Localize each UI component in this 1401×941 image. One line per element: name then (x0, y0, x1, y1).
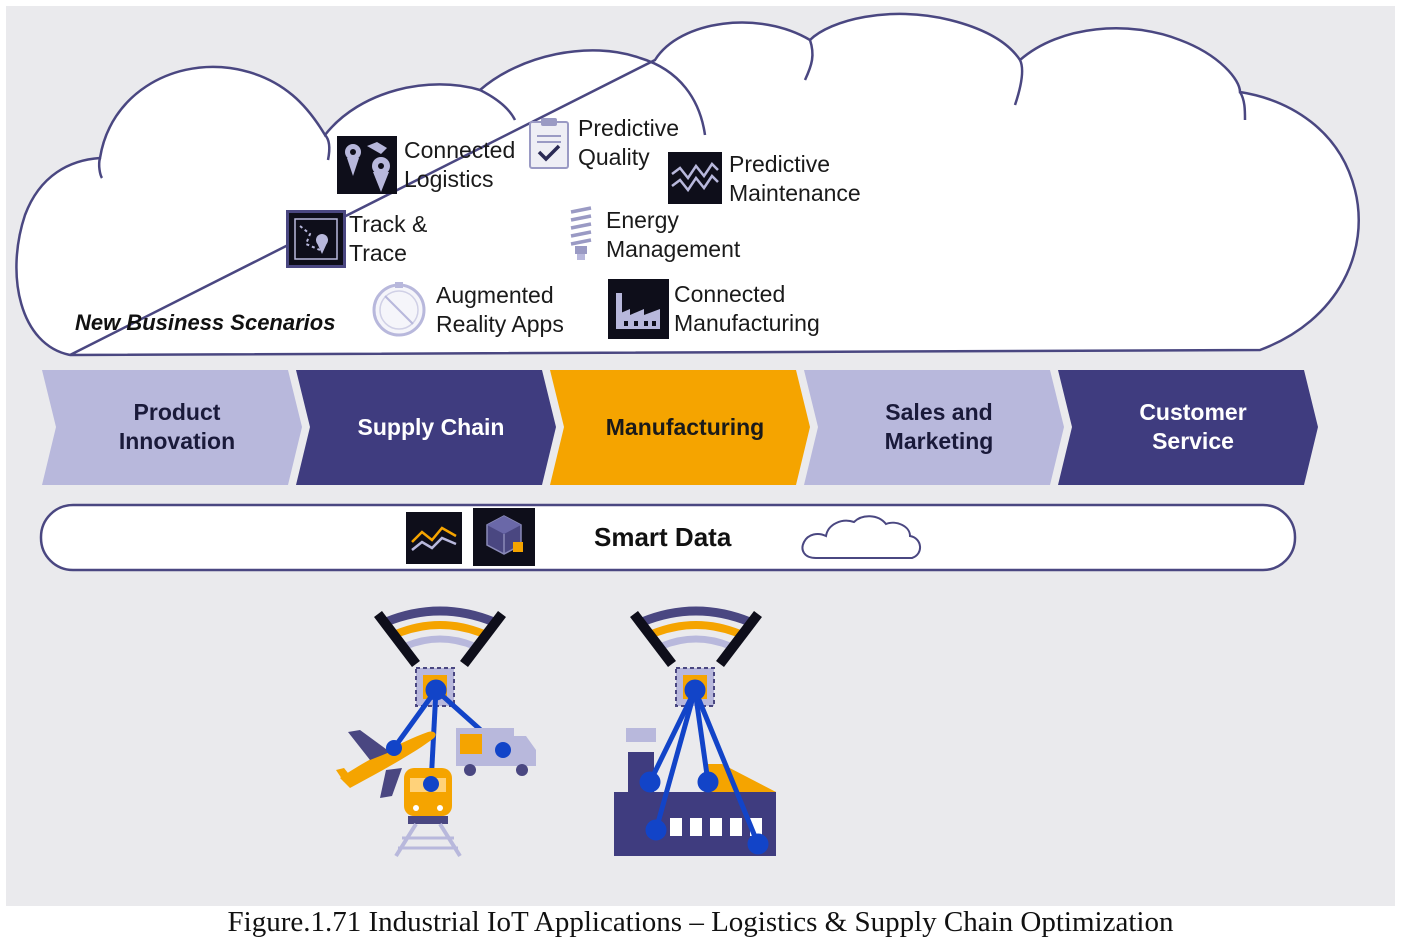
signal-waves-icon (374, 606, 506, 668)
cloud-title: New Business Scenarios (75, 310, 336, 335)
route-map-icon (286, 210, 346, 268)
scenario-track-trace: Track &Trace (349, 211, 428, 266)
chevron-label-manufacturing: Manufacturing (605, 414, 765, 440)
clipboard-check-icon (529, 118, 569, 169)
wave-chart-icon (668, 152, 722, 204)
airplane-icon (336, 730, 436, 798)
chevron-product-innovation (42, 370, 302, 485)
figure-caption: Figure.1.71 Industrial IoT Applications … (227, 906, 1174, 938)
factory-icon (608, 279, 669, 339)
chevron-customer-service (1058, 370, 1318, 485)
line-chart-icon (406, 512, 462, 564)
logistics-device (336, 606, 536, 858)
cloud-outline-icon (801, 515, 921, 559)
chevron-supply-chain (296, 370, 556, 485)
smart-data-label: Smart Data (594, 522, 732, 552)
cube-stack-icon (473, 508, 535, 566)
chevron-label-supply-chain: Supply Chain (357, 414, 505, 440)
chevron-manufacturing (550, 370, 810, 485)
map-pin-icon (337, 136, 397, 194)
compass-icon (372, 282, 426, 337)
factory-device (614, 606, 776, 856)
signal-waves-icon (630, 606, 762, 668)
chevron-sales-marketing (804, 370, 1064, 485)
light-bulb-icon (570, 206, 592, 260)
